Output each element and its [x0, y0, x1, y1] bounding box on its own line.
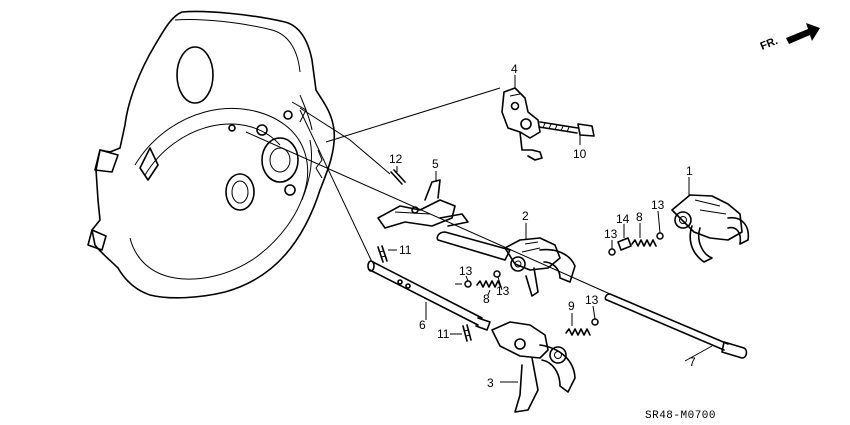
callout-13e: 13	[651, 198, 665, 212]
callout-7: 7	[689, 355, 696, 369]
callout-1: 1	[686, 164, 693, 178]
spring-8-center	[476, 280, 502, 288]
front-direction-indicator: FR.	[759, 23, 820, 53]
steel-ball-13a	[464, 280, 472, 288]
callout-2: 2	[522, 209, 529, 223]
leader-lines	[388, 75, 713, 383]
callout-14: 14	[616, 212, 630, 226]
callout-8-right: 8	[636, 210, 643, 224]
plunger-14	[617, 237, 632, 251]
transmission-housing	[87, 10, 336, 299]
callout-10: 10	[573, 147, 587, 161]
bolt-10	[538, 121, 595, 137]
callout-12: 12	[389, 152, 403, 166]
spring-8-right	[631, 239, 657, 247]
shift-fork-1	[671, 194, 750, 263]
assembly-lines	[245, 87, 611, 295]
callout-11-upper: 11	[399, 243, 412, 257]
callout-13b: 13	[496, 284, 510, 298]
steel-ball-13c	[591, 318, 599, 326]
pin-12	[390, 169, 406, 185]
spring-pin-11-lower	[462, 324, 472, 342]
front-arrow-icon	[786, 23, 820, 44]
callout-5: 5	[432, 157, 439, 171]
interlock-5	[377, 179, 469, 229]
callouts: 1 2 3 4 5 6 7 8 8 9 10 11 11 12 13 13 13…	[389, 62, 696, 390]
callout-13c: 13	[585, 293, 599, 307]
shift-fork-shaft-2	[436, 231, 576, 297]
diagram-code: SR48-M0700	[645, 410, 716, 422]
steel-ball-13b	[493, 270, 501, 278]
spring-pin-11-upper	[377, 245, 388, 263]
callout-9: 9	[568, 299, 575, 313]
select-lever-4	[501, 87, 543, 161]
callout-6: 6	[419, 318, 426, 332]
shift-fork-3	[491, 321, 576, 413]
callout-4: 4	[511, 62, 518, 76]
callout-3: 3	[487, 376, 494, 390]
callout-11-lower: 11	[437, 327, 450, 341]
callout-13a: 13	[459, 264, 473, 278]
callout-13d: 13	[604, 227, 618, 241]
shift-rod-6	[367, 260, 491, 331]
shift-shaft-7	[604, 293, 748, 359]
spring-9	[565, 328, 591, 336]
direction-label: FR.	[759, 35, 780, 53]
steel-ball-13e	[656, 232, 664, 240]
callout-8-center: 8	[483, 292, 490, 306]
steel-ball-13d	[608, 248, 616, 256]
